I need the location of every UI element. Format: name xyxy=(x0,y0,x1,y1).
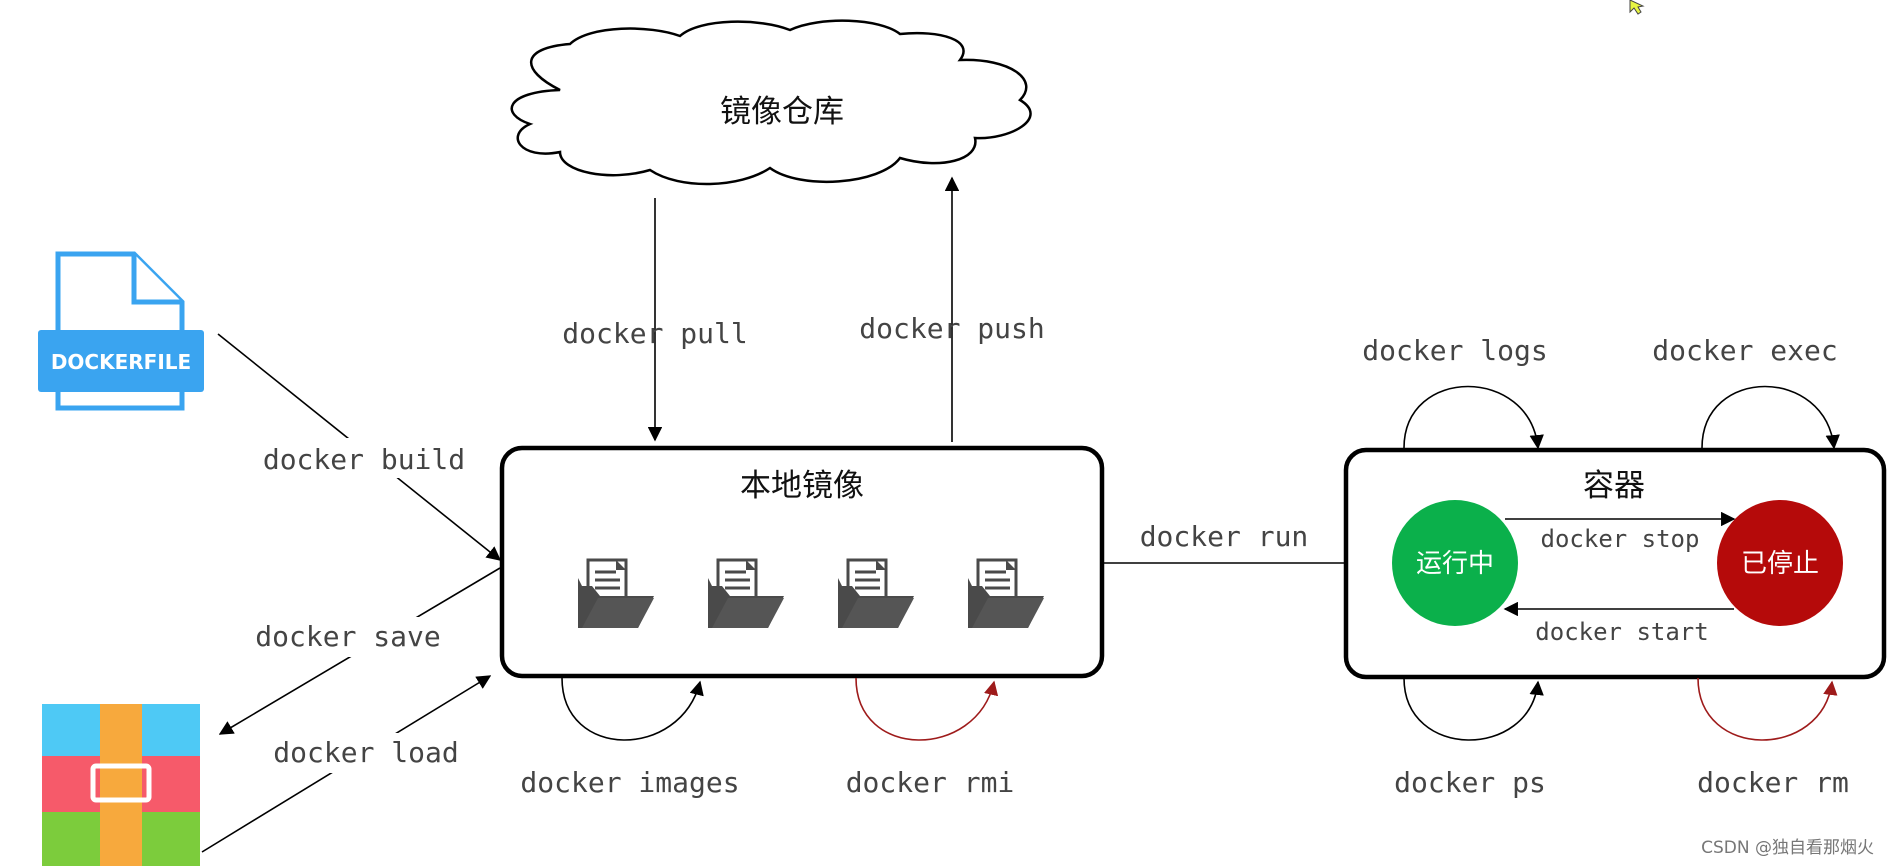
cloud-shape xyxy=(510,19,1032,186)
container-title: 容器 xyxy=(1583,468,1645,504)
load-label: docker load xyxy=(273,736,458,769)
dockerfile-icon: DOCKERFILE xyxy=(38,251,204,411)
local-images-box: 本地镜像 xyxy=(499,445,1105,679)
image-registry-cloud: 镜像仓库 xyxy=(510,19,1032,186)
images-loop-arrow xyxy=(561,677,704,741)
ps-loop-arrow xyxy=(1403,677,1544,741)
running-label: 运行中 xyxy=(1416,549,1494,579)
stop-label: docker stop xyxy=(1541,525,1700,553)
ps-label: docker ps xyxy=(1394,766,1546,799)
dockerfile-logo-text: DOCKERFILE xyxy=(51,350,191,374)
rmi-label: docker rmi xyxy=(846,766,1015,799)
run-label: docker run xyxy=(1140,520,1309,553)
logs-loop-arrow xyxy=(1403,385,1544,450)
rm-label: docker rm xyxy=(1697,766,1849,799)
stopped-label: 已停止 xyxy=(1741,549,1819,579)
running-state xyxy=(1392,500,1518,626)
archive-icon xyxy=(42,704,200,866)
save-label: docker save xyxy=(255,620,440,653)
exec-loop-arrow xyxy=(1701,385,1840,450)
images-label: docker images xyxy=(520,766,739,799)
build-label: docker build xyxy=(263,443,465,476)
cursor-icon xyxy=(1629,0,1645,15)
stopped-state xyxy=(1717,500,1843,626)
push-label: docker push xyxy=(859,312,1044,345)
watermark: CSDN @独自看那烟火 xyxy=(1701,838,1874,858)
container-box: 容器 运行中 已停止 docker stop docker start xyxy=(1343,447,1887,680)
start-label: docker start xyxy=(1535,618,1708,646)
logs-label: docker logs xyxy=(1362,334,1547,367)
exec-label: docker exec xyxy=(1652,334,1837,367)
rm-loop-arrow xyxy=(1697,677,1838,741)
local-images-title: 本地镜像 xyxy=(740,468,864,504)
registry-title: 镜像仓库 xyxy=(720,94,844,130)
rmi-loop-arrow xyxy=(855,677,999,741)
pull-label: docker pull xyxy=(562,317,747,350)
